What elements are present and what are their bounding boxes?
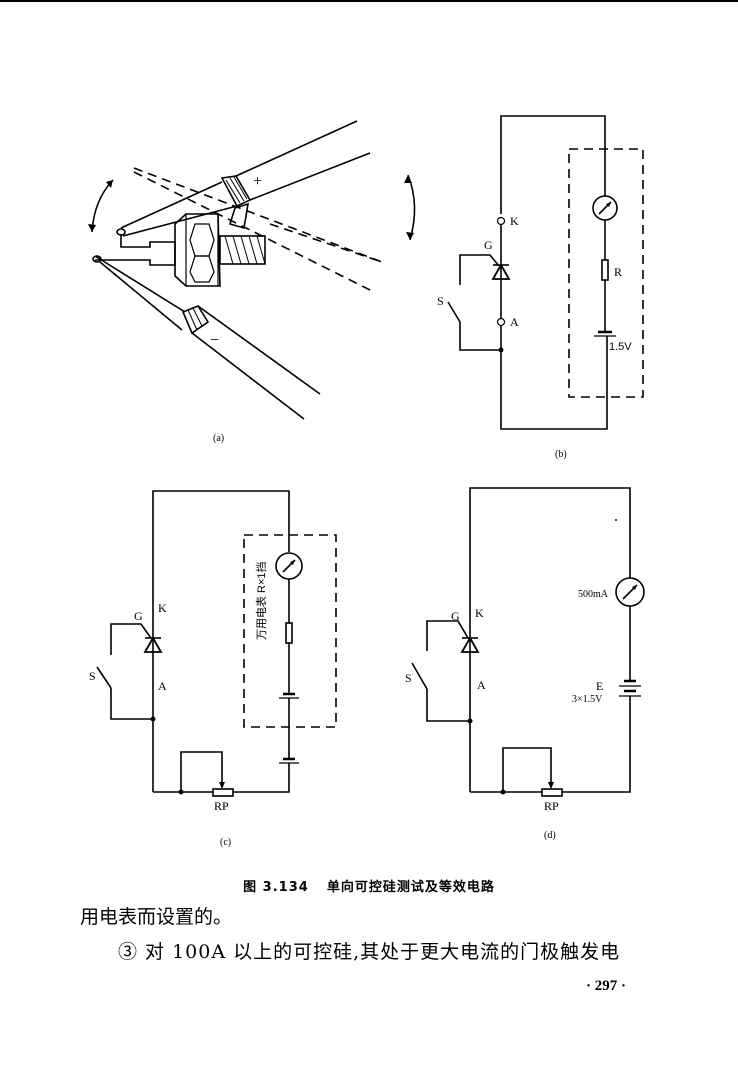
body-text-line-1: 用电表而设置的。 [80, 906, 233, 928]
label-rp: RP [214, 799, 229, 813]
panel-d-label: (d) [544, 830, 556, 841]
battery-cell-internal [279, 692, 299, 699]
negative-probe: − [92, 255, 321, 420]
thyristor-stud-body [95, 213, 266, 287]
multimeter-boundary [568, 148, 644, 398]
meter-icon [275, 552, 303, 580]
ammeter-icon [615, 577, 645, 607]
panel-c-label: (c) [220, 837, 231, 848]
label-a: A [158, 679, 167, 693]
resistor-internal [285, 622, 293, 644]
label-k: K [510, 214, 519, 228]
label-g: G [484, 238, 493, 252]
page-number: · 297 · [586, 978, 627, 994]
panel-a-label: (a) [213, 433, 224, 444]
multimeter-boundary [243, 534, 337, 728]
label-g: G [134, 609, 143, 623]
label-s: S [405, 671, 412, 685]
label-battery-value: 3×1.5V [572, 694, 603, 705]
battery-e [619, 679, 641, 697]
positive-probe: + [116, 120, 371, 237]
terminal-k [496, 216, 506, 226]
potentiometer-rp [178, 751, 234, 797]
thyristor-symbol [459, 254, 511, 285]
figure-title: 单向可控硅测试及等效电路 [326, 880, 495, 895]
rotation-arrow-left [88, 179, 114, 233]
thyristor-symbol [426, 612, 480, 653]
label-g: G [451, 609, 460, 623]
label-a: A [510, 315, 519, 329]
positive-probe-sign: + [253, 173, 262, 190]
label-r: R [614, 265, 622, 279]
label-s: S [89, 669, 96, 683]
body-text-line-2: ③ 对 100A 以上的可控硅,其处于更大电流的门极触发电 [118, 941, 621, 963]
figure-number: 图 3.134 [243, 880, 309, 895]
panel-a-probe-test-drawing: + [88, 120, 416, 444]
figure-3-134: + [88, 115, 645, 848]
meter-icon [592, 195, 618, 221]
label-k: K [475, 606, 484, 620]
battery-cell [594, 330, 616, 337]
label-battery: 1.5V [609, 341, 632, 353]
label-a: A [477, 678, 486, 692]
switch-s [447, 301, 504, 353]
battery-cell-external [279, 757, 299, 764]
terminal-a [496, 317, 506, 327]
label-rp: RP [544, 799, 559, 813]
figure-caption: 图 3.134 单向可控硅测试及等效电路 [0, 876, 738, 895]
panel-d-equivalent-circuit: K G A S 500mA E 3×1.5V RP (d) [405, 487, 645, 841]
panel-b-label: (b) [555, 449, 567, 460]
negative-probe-sign: − [210, 332, 219, 349]
switch-s [411, 662, 470, 722]
panel-c-test-circuit: K G A S 万用电表 R×1挡 RP (c) [89, 490, 337, 848]
multimeter-range-note: 万用电表 R×1挡 [254, 561, 268, 640]
potentiometer-rp [500, 747, 563, 797]
label-battery-name: E [596, 679, 603, 693]
probe-alt-position-dashed [133, 167, 383, 291]
page-top-border [0, 0, 738, 2]
label-k: K [158, 601, 167, 615]
label-s: S [437, 294, 444, 308]
thyristor-symbol [110, 612, 163, 655]
resistor-r [601, 259, 609, 281]
panel-b-equivalent-circuit: K G A S R 1.5V (b) [437, 115, 644, 460]
switch-s [96, 666, 153, 720]
label-ammeter-range: 500mA [578, 589, 609, 600]
rotation-arrow-right [404, 174, 416, 241]
